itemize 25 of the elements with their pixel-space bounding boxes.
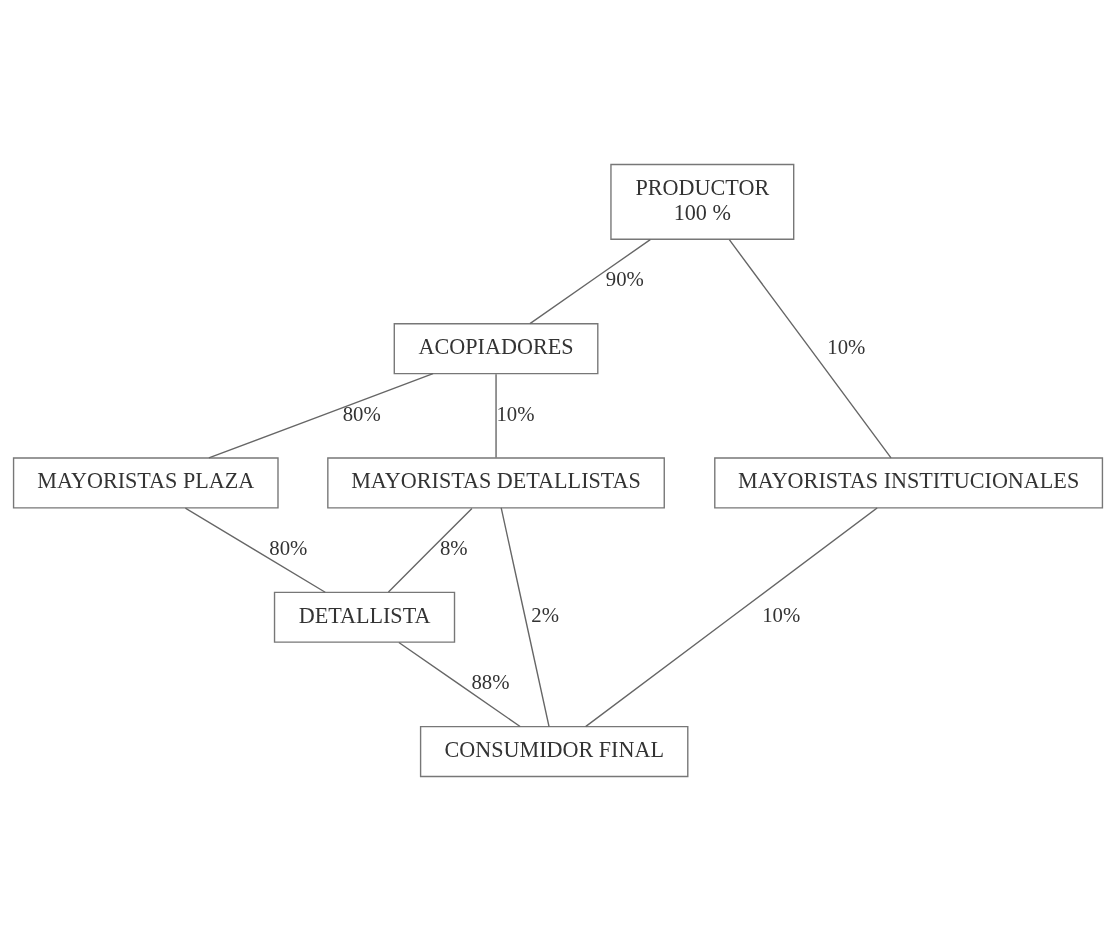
edge-label: 8% xyxy=(439,536,468,559)
connector xyxy=(184,506,326,593)
node-box: MAYORISTAS DETALLISTAS xyxy=(327,456,665,509)
connector xyxy=(500,506,550,727)
edge-label: 10% xyxy=(496,402,535,425)
connector xyxy=(529,238,651,324)
connector xyxy=(584,506,878,727)
node-box: MAYORISTAS PLAZA xyxy=(12,456,279,509)
edge-label: 80% xyxy=(342,402,381,425)
connector xyxy=(728,238,892,458)
edge-label: 10% xyxy=(762,603,801,626)
connector xyxy=(495,373,497,458)
edge-label: 10% xyxy=(827,335,866,358)
connector xyxy=(387,507,473,593)
node-box: CONSUMIDOR FINAL xyxy=(419,725,689,777)
edge-label: 90% xyxy=(605,267,644,290)
node-box: ACOPIADORES xyxy=(393,322,599,374)
connector xyxy=(398,641,521,727)
edge-label: 2% xyxy=(531,603,560,626)
edge-label: 80% xyxy=(269,536,308,559)
node-box: DETALLISTA xyxy=(273,591,456,643)
connector xyxy=(208,372,434,459)
edge-label: 88% xyxy=(471,670,510,693)
node-box: PRODUCTOR 100 % xyxy=(610,163,795,240)
node-box: MAYORISTAS INSTITUCIONALES xyxy=(714,456,1104,509)
